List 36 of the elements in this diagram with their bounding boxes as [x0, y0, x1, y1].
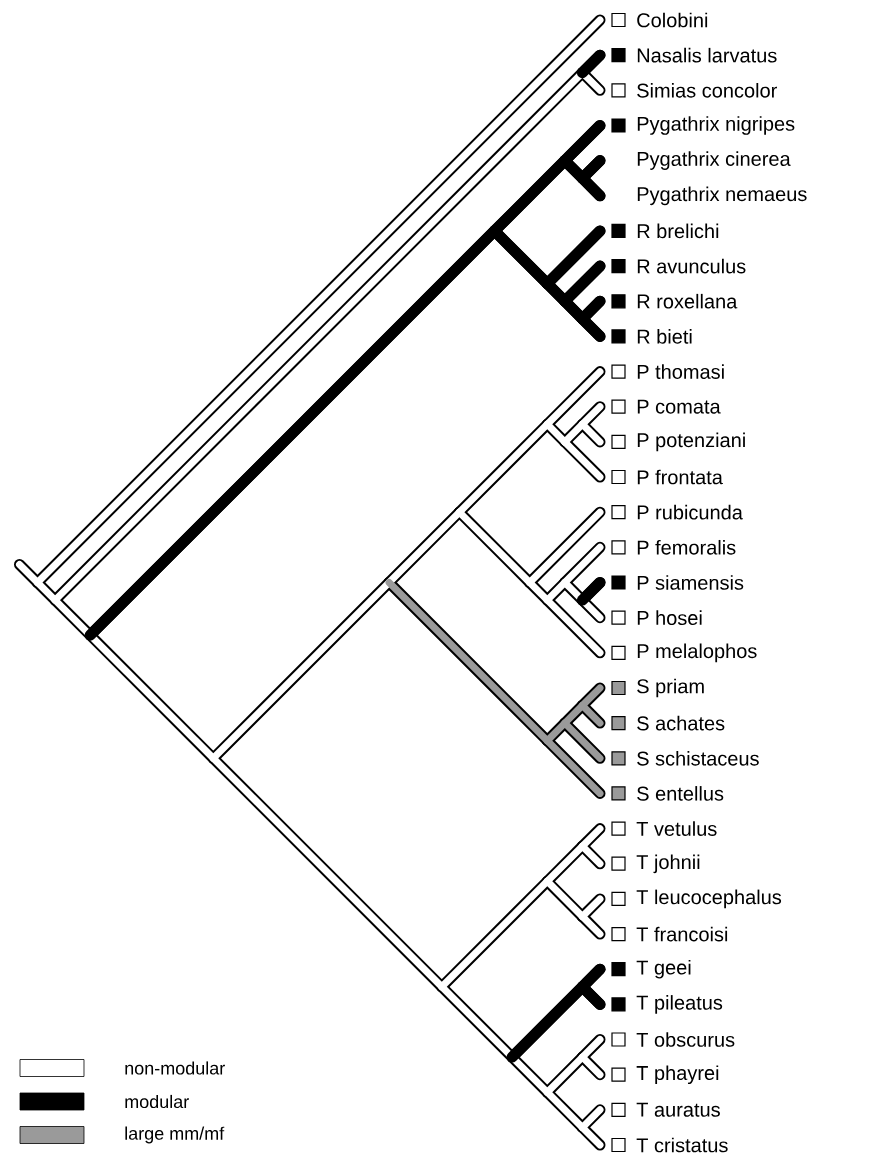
taxon-label: P melalophos	[637, 643, 757, 663]
taxon-label: P frontata	[637, 469, 723, 485]
taxon-label: T francoisi	[636, 926, 728, 942]
taxon-label: Pygathrix cinerea	[637, 151, 791, 170]
taxon-label: R brelichi	[637, 223, 719, 239]
taxon-label: T johnii	[636, 854, 700, 874]
taxon-label: S schistaceus	[637, 750, 759, 766]
taxon-label: P comata	[637, 399, 721, 414]
taxon-label: R roxellana	[637, 293, 738, 309]
taxon-label: P femoralis	[637, 539, 736, 555]
legend-label: non-modular	[125, 1061, 225, 1075]
taxon-label: Pygathrix nigripes	[637, 116, 795, 135]
legend-label: large mm/mf	[125, 1126, 225, 1144]
taxon-label: Colobini	[637, 12, 708, 28]
taxon-label: P siamensis	[637, 575, 744, 590]
taxon-label: Simias concolor	[637, 82, 777, 98]
taxon-label: T vetulus	[636, 821, 717, 836]
taxon-label: T pileatus	[636, 995, 723, 1014]
taxon-label: S entellus	[637, 786, 724, 801]
legend-label: modular	[125, 1094, 189, 1109]
taxon-label: T auratus	[636, 1102, 720, 1117]
taxon-label: T obscurus	[636, 1032, 735, 1047]
taxon-label: T phayrei	[636, 1065, 719, 1085]
taxon-label: R avunculus	[637, 258, 746, 274]
taxon-label: R bieti	[637, 329, 692, 344]
taxon-label: P hosei	[637, 610, 702, 626]
taxon-label: S priam	[637, 678, 704, 698]
taxon-label: P potenziani	[637, 432, 745, 452]
taxon-label: T geei	[636, 959, 691, 979]
taxon-label: P thomasi	[637, 364, 724, 379]
taxon-label: Pygathrix nemaeus	[637, 186, 807, 206]
taxon-label: S achates	[637, 715, 725, 731]
taxon-label: Nasalis larvatus	[637, 47, 777, 63]
taxon-label: T cristatus	[636, 1137, 728, 1153]
taxon-label: P rubicunda	[637, 504, 743, 520]
taxon-label: T leucocephalus	[636, 889, 782, 909]
